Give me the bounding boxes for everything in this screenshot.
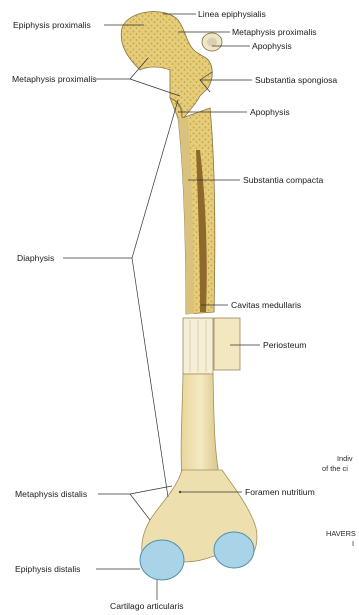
label-substantia-compacta: Substantia compacta [243, 176, 323, 185]
label-metaphysis-proximalis-right: Metaphysis proximalis [232, 28, 317, 37]
edge-text-4: I [352, 540, 354, 548]
edge-text-3: HAVERS [326, 530, 356, 538]
label-epiphysis-distalis: Epiphysis distalis [15, 565, 80, 574]
lower-shaft [181, 374, 220, 480]
label-periosteum: Periosteum [263, 341, 306, 350]
cartilage-right [214, 532, 254, 568]
label-diaphysis: Diaphysis [17, 254, 54, 263]
edge-text-2: of the ci [322, 465, 348, 473]
label-foramen-nutritium: Foramen nutritium [245, 488, 315, 497]
edge-text-1: Indiv [337, 455, 353, 463]
label-linea-epiphysialis: Linea epiphysialis [198, 10, 266, 19]
label-metaphysis-proximalis-left: Metaphysis proximalis [12, 75, 97, 84]
proximal-epiphysis [121, 12, 212, 120]
label-substantia-spongiosa: Substantia spongiosa [255, 76, 337, 85]
label-cavitas-medullaris: Cavitas medullaris [231, 301, 301, 310]
cartilage-left [140, 540, 184, 580]
label-cartilago-articularis: Cartilago articularis [110, 602, 184, 611]
label-apophysis-mid: Apophysis [250, 108, 290, 117]
label-metaphysis-distalis: Metaphysis distalis [15, 490, 87, 499]
periosteum-flap [214, 318, 240, 370]
label-epiphysis-proximalis: Epiphysis proximalis [13, 21, 91, 30]
label-apophysis-top: Apophysis [252, 42, 292, 51]
